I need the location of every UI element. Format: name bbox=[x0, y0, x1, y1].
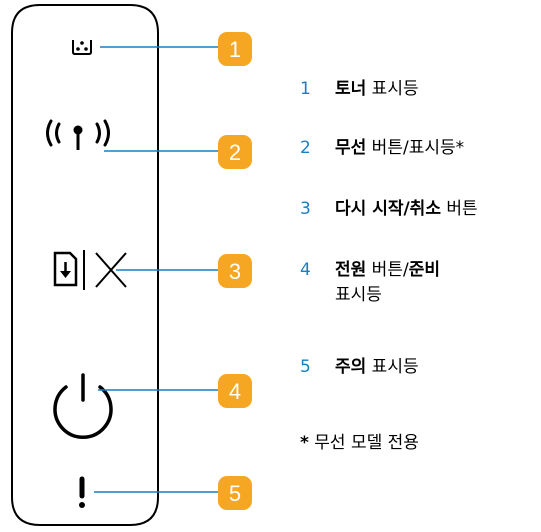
legend: 1 토너 표시등 2 무선 버튼/표시등* 3 다시 시작/취소 버튼 4 전원… bbox=[300, 0, 541, 532]
callout-badge-1: 1 bbox=[218, 32, 252, 66]
legend-number: 5 bbox=[300, 357, 311, 377]
panel-outline bbox=[11, 4, 159, 526]
svg-text:2: 2 bbox=[229, 140, 241, 165]
callout-badge-3: 3 bbox=[218, 254, 252, 288]
footnote-star: * bbox=[300, 433, 309, 453]
toner-icon bbox=[72, 40, 92, 55]
legend-desc: 버튼/표시등* bbox=[366, 138, 465, 158]
legend-term: 주의 bbox=[335, 357, 367, 377]
legend-term: 전원 bbox=[335, 260, 367, 280]
legend-number: 4 bbox=[300, 260, 311, 280]
svg-text:5: 5 bbox=[229, 481, 241, 506]
legend-desc: 표시등 bbox=[366, 79, 419, 99]
legend-term: 무선 bbox=[335, 138, 367, 158]
legend-term-2: 준비 bbox=[408, 260, 440, 280]
legend-desc: 표시등 bbox=[366, 357, 419, 377]
wireless-icon[interactable] bbox=[46, 119, 110, 150]
svg-text:3: 3 bbox=[229, 259, 241, 284]
svg-text:4: 4 bbox=[229, 379, 241, 404]
control-panel-diagram: 1 2 3 4 5 bbox=[11, 4, 252, 526]
power-icon[interactable] bbox=[53, 373, 113, 439]
footnote: * 무선 모델 전용 bbox=[300, 428, 419, 453]
legend-number: 3 bbox=[300, 199, 311, 219]
legend-term: 토너 bbox=[335, 79, 367, 99]
resume-icon[interactable] bbox=[53, 251, 78, 287]
legend-desc: 버튼 bbox=[440, 199, 478, 219]
legend-number: 1 bbox=[300, 79, 311, 99]
svg-text:1: 1 bbox=[229, 37, 241, 62]
legend-number: 2 bbox=[300, 138, 311, 158]
callout-badge-5: 5 bbox=[218, 476, 252, 510]
legend-desc: 표시등 bbox=[335, 285, 382, 305]
callout-badge-2: 2 bbox=[218, 135, 252, 169]
callout-badge-4: 4 bbox=[218, 374, 252, 408]
legend-term: 다시 시작/취소 bbox=[335, 199, 441, 219]
legend-desc: 버튼/ bbox=[366, 260, 409, 280]
cancel-icon[interactable] bbox=[95, 252, 127, 288]
footnote-text: 무선 모델 전용 bbox=[308, 433, 419, 453]
attention-icon bbox=[79, 476, 85, 508]
